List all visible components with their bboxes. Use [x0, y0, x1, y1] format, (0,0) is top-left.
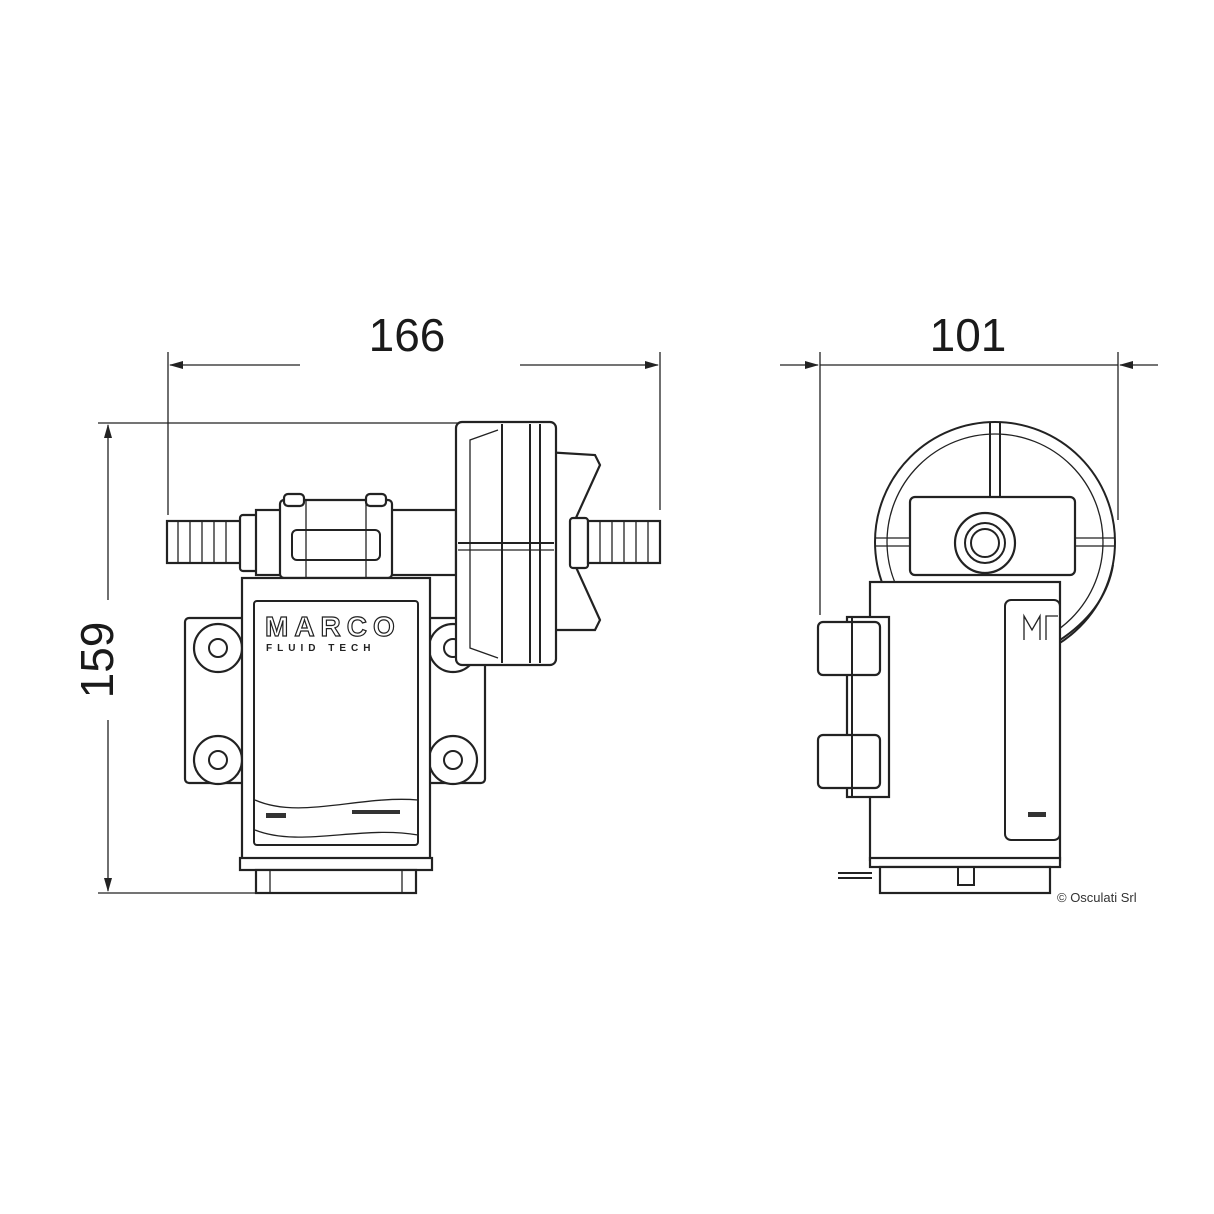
pump-front-view — [165, 420, 662, 895]
grommet-side-top — [816, 620, 882, 677]
dimension-width-side — [780, 352, 1158, 615]
logo-marco: MARCO — [264, 611, 401, 642]
motor-base — [238, 856, 434, 872]
copyright-text: © Osculati Srl — [1057, 890, 1137, 905]
grommet-side-bottom — [816, 733, 882, 790]
pump-side-view — [816, 421, 1116, 895]
logo-fragment-side — [1023, 613, 1058, 640]
logo-fluid-tech: FLUID TECH — [266, 643, 376, 654]
motor-housing-side — [868, 580, 1062, 862]
hose-barb-inlet — [165, 513, 260, 573]
dimension-label-166: 166 — [368, 309, 446, 361]
dimension-height-front — [98, 422, 460, 894]
hose-barb-outlet — [568, 516, 662, 570]
dimension-label-101: 101 — [929, 309, 1007, 361]
pump-head — [254, 492, 458, 580]
motor-feet — [254, 868, 418, 895]
dimension-width-front — [167, 352, 661, 515]
dimension-label-159: 159 — [71, 621, 123, 699]
